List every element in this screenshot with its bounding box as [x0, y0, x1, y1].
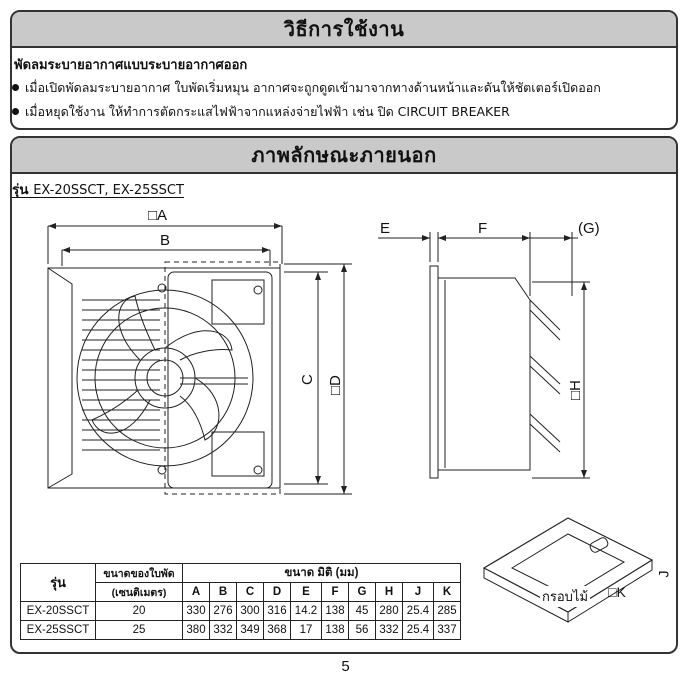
dim-value: 332 [209, 620, 237, 640]
dim-value: 17 [290, 620, 322, 640]
col-blade: ขนาดของใบพัด [95, 563, 183, 583]
bullet-icon [12, 84, 19, 91]
label-E: E [380, 220, 390, 237]
dim-value: 25.4 [402, 620, 434, 640]
dim-value: 316 [263, 601, 291, 621]
model-heading: รุ่น EX-20SSCT, EX-25SSCT [12, 182, 184, 198]
table-row: EX-20SSCT 20 330 276 300 316 14.2 138 45… [20, 601, 461, 621]
col-dims: ขนาด มิติ (มม) [182, 563, 461, 583]
label-J: J [655, 570, 672, 578]
dim-value: 349 [236, 620, 264, 640]
usage-title: วิธีการใช้งาน [12, 12, 676, 48]
col-model: รุ่น [20, 563, 96, 602]
dim-letter: A [182, 582, 210, 602]
label-G: (G) [578, 220, 600, 237]
side-flange [429, 265, 439, 479]
dimension-table: รุ่น ขนาดของใบพัด ขนาด มิติ (มม) (เซนติเ… [20, 563, 461, 640]
label-A: □A [148, 207, 167, 224]
dim-value: 138 [321, 601, 349, 621]
col-blade-unit: (เซนติเมตร) [95, 582, 183, 602]
dim-letter: K [433, 582, 461, 602]
row-model: EX-20SSCT [20, 601, 96, 621]
dim-letter: B [209, 582, 237, 602]
dim-value: 285 [433, 601, 461, 621]
dim-value: 138 [321, 620, 349, 640]
usage-bullet-1: เมื่อเปิดพัดลมระบายอากาศ ใบพัดเริ่มหมุน … [12, 78, 601, 98]
row-blade: 20 [95, 601, 183, 621]
dim-value: 330 [182, 601, 210, 621]
fan-ring [76, 289, 254, 467]
dim-letter: D [263, 582, 291, 602]
dim-letter: G [348, 582, 376, 602]
dim-value: 280 [375, 601, 403, 621]
grille-slats [82, 299, 160, 451]
appearance-title: ภาพลักษณะภายนอก [12, 138, 676, 174]
dim-value: 276 [209, 601, 237, 621]
side-body [437, 277, 531, 471]
page-number: 5 [341, 658, 350, 675]
row-blade: 25 [95, 620, 183, 640]
dim-value: 45 [348, 601, 376, 621]
dim-value: 332 [375, 620, 403, 640]
dim-value: 25.4 [402, 601, 434, 621]
dim-value: 14.2 [290, 601, 322, 621]
dim-value: 337 [433, 620, 461, 640]
usage-bullet-2: เมื่อหยุดใช้งาน ให้ทำการตัดกระแสไฟฟ้าจาก… [12, 102, 510, 122]
dim-value: 368 [263, 620, 291, 640]
bullet-icon [12, 108, 19, 115]
row-model: EX-25SSCT [20, 620, 96, 640]
label-F: F [478, 220, 487, 237]
dim-value: 56 [348, 620, 376, 640]
housing-outline [164, 261, 281, 495]
label-B: B [160, 232, 170, 249]
front-outer-frame [47, 267, 281, 489]
dim-value: 380 [182, 620, 210, 640]
wooden-frame-label: กรอบไม้ [540, 586, 591, 607]
dim-letter: F [321, 582, 349, 602]
usage-panel: วิธีการใช้งาน [10, 10, 678, 130]
dim-letter: J [402, 582, 434, 602]
label-C: C [299, 374, 316, 385]
table-row: EX-25SSCT 25 380 332 349 368 17 138 56 3… [20, 620, 461, 640]
dim-letter: E [290, 582, 322, 602]
fan-body [167, 271, 273, 489]
dim-letter: H [375, 582, 403, 602]
dim-letter: C [236, 582, 264, 602]
dim-value: 300 [236, 601, 264, 621]
label-H: □H [567, 380, 584, 400]
label-K: □K [608, 584, 626, 600]
label-D: □D [327, 375, 344, 395]
usage-subtitle: พัดลมระบายอากาศแบบระบายอากาศออก [14, 58, 248, 73]
